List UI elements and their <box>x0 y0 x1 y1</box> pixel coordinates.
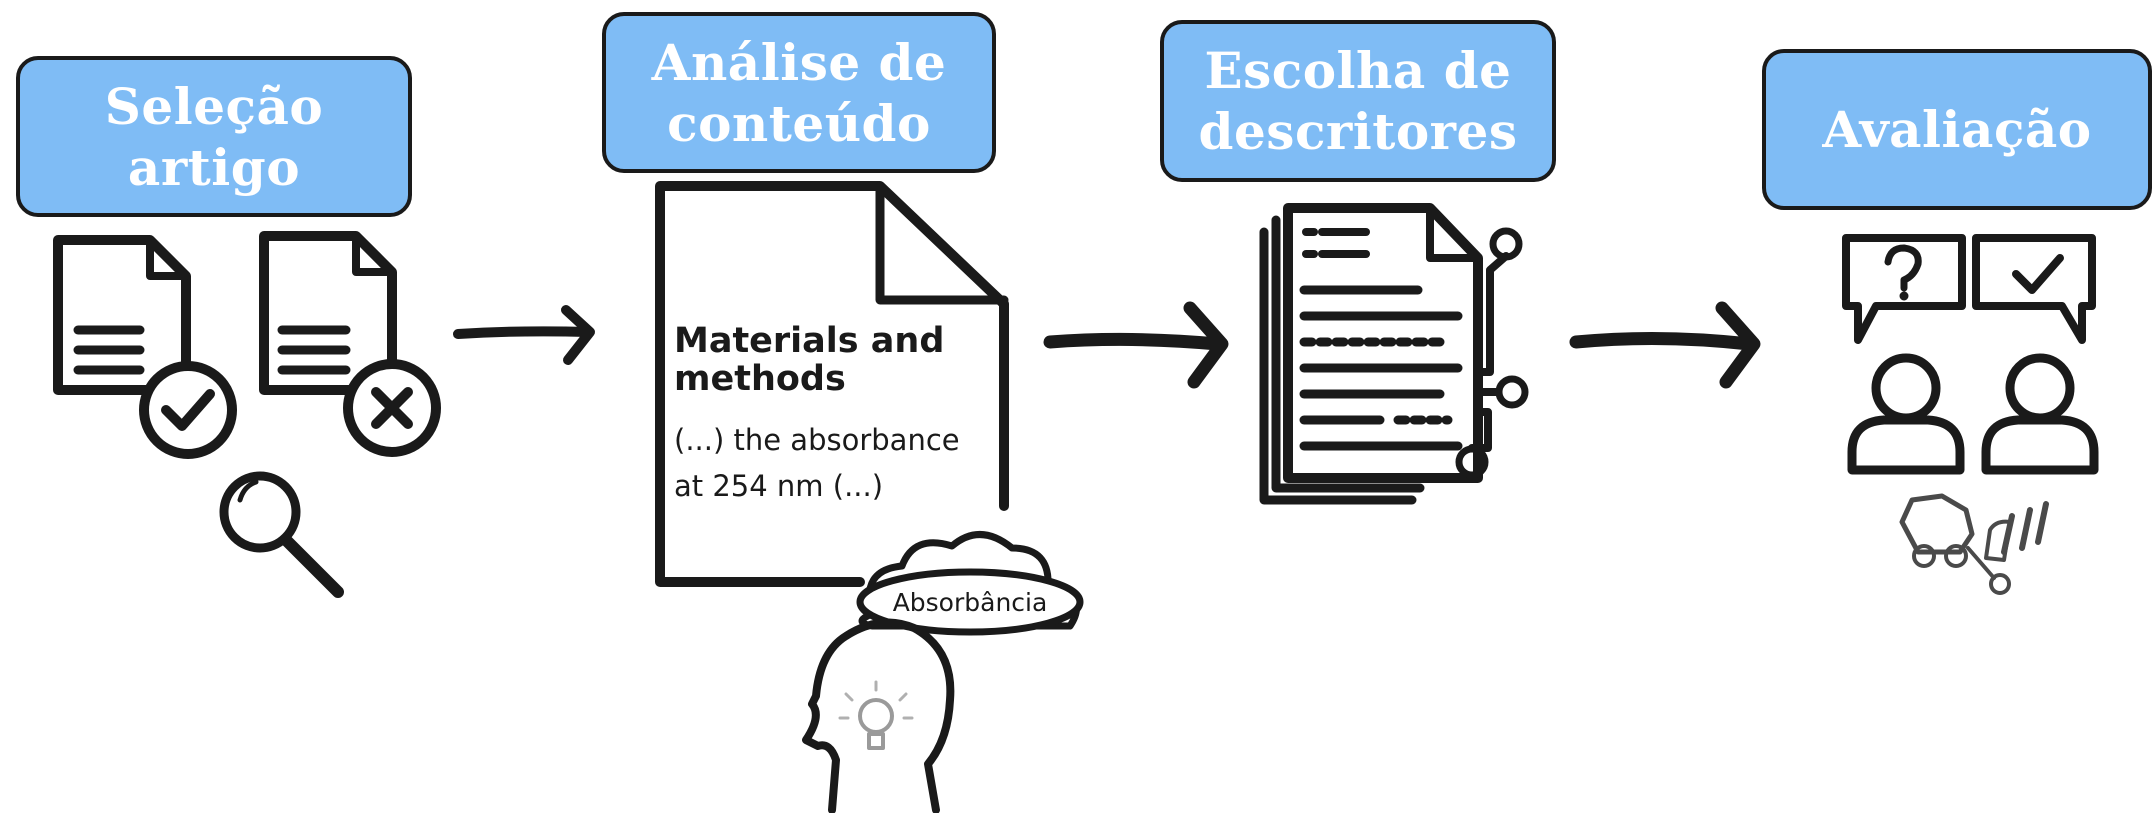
thought-cloud-icon <box>856 531 1084 636</box>
stage-box-escolha-descritores: Escolha de descritores <box>1160 20 1556 182</box>
stage-box-analise-conteudo: Análise de conteúdo <box>602 12 996 173</box>
document-page-icon <box>655 181 1009 587</box>
magnifier-icon <box>219 471 344 598</box>
arrow-1 <box>453 305 595 365</box>
question-bubble-icon <box>1842 234 1966 344</box>
document-x-icon <box>259 231 441 457</box>
document-body-line-1: (...) the absorbance <box>674 423 960 457</box>
person-icon <box>1981 353 2099 475</box>
person-icon <box>1847 353 1965 475</box>
document-check-icon <box>53 235 237 459</box>
stage-box-selecao-artigo: Seleção artigo <box>16 56 412 217</box>
document-network-icon <box>1259 203 1529 505</box>
document-heading-line-1: Materials and <box>674 321 944 361</box>
document-body-line-2: at 254 nm (...) <box>674 469 883 503</box>
document-heading-line-2: methods <box>674 359 846 399</box>
arrow-2 <box>1043 301 1229 389</box>
head-lightbulb-icon <box>802 618 955 813</box>
arrow-3 <box>1569 301 1761 389</box>
cloud-label: Absorbância <box>893 588 1048 617</box>
tools-icon <box>1899 493 2049 595</box>
stage-box-avaliacao: Avaliação <box>1762 49 2152 210</box>
check-bubble-icon <box>1972 234 2096 344</box>
